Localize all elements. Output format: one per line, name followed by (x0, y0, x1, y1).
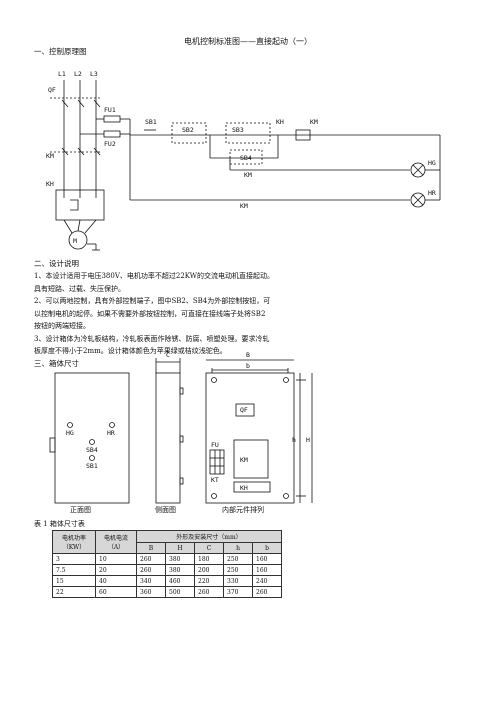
section-heading-1: 一、控制原理图 (34, 47, 87, 56)
sb2-label: SB2 (182, 126, 194, 134)
note-line: 2、可以两地控制，具有外部控制端子，图中SB2、SB4为外部控制按钮，可 (34, 297, 271, 305)
cell: 370 (223, 586, 253, 598)
fu1-label: FU1 (104, 106, 116, 114)
phase-label-l1: L1 (58, 70, 66, 78)
cell: 260 (136, 564, 166, 576)
inner-b-inner-label: b (246, 362, 250, 370)
cell: 60 (95, 586, 137, 598)
cell: 240 (252, 575, 282, 587)
cell: 22 (52, 586, 96, 598)
kh-contact-label: KH (276, 118, 284, 126)
cell: 260 (136, 553, 166, 565)
km-coil-label: KM (310, 118, 318, 126)
inner-kt-label: KT (211, 476, 219, 484)
km-aux1-label: KM (244, 171, 252, 179)
cell: 500 (165, 586, 195, 598)
cell: 10 (95, 553, 137, 565)
cell: 330 (223, 575, 253, 587)
front-sb1-label: SB1 (86, 462, 98, 470)
header-col-B: B (136, 542, 166, 554)
inner-b-outer-label: B (246, 351, 250, 359)
note-line: 以控制电机的起停。如果不需要外部按钮控制，可直接在接线端子处将SB2 (34, 309, 266, 318)
cell: 260 (194, 586, 224, 598)
inner-kh-label: KH (240, 484, 248, 492)
dimension-table: 电机功率（KW） 电机电流（A） 外形及安装尺寸（mm） B H C h b 3… (52, 530, 282, 598)
phase-label-l2: L2 (74, 70, 82, 78)
page-title: 电机控制标准图——直接起动（一） (184, 37, 312, 46)
fu2-label: FU2 (104, 140, 116, 148)
header-dims: 外形及安装尺寸（mm） (136, 530, 282, 543)
front-hg-label: HG (66, 429, 74, 437)
inner-h-label: h (292, 436, 296, 444)
cell: 160 (252, 553, 282, 565)
cell: 250 (223, 564, 253, 576)
cell: 3 (52, 553, 96, 565)
cell: 260 (252, 586, 282, 598)
cell: 380 (165, 564, 195, 576)
table-row: 3 10 260 380 180 250 160 (52, 553, 282, 565)
header-current: 电机电流（A） (95, 530, 137, 554)
inner-H-label: H (306, 436, 310, 444)
cell: 340 (136, 575, 166, 587)
front-view-caption: 正面图 (70, 506, 91, 514)
sb3-label: SB3 (232, 126, 244, 134)
table-header-row: 电机功率（KW） 电机电流（A） 外形及安装尺寸（mm） (52, 530, 282, 554)
header-col-h: h (223, 542, 253, 554)
inner-km-label: KM (240, 456, 248, 464)
cell: 15 (52, 575, 96, 587)
header-col-H: H (165, 542, 195, 554)
note-line: 按钮的两端短接。 (34, 322, 90, 330)
section-heading-3: 三、箱体尺寸 (34, 359, 79, 368)
front-sb4-label: SB4 (86, 446, 98, 454)
phase-label-l3: L3 (90, 70, 98, 78)
km-main-label: KM (46, 152, 54, 160)
sb1-label: SB1 (145, 118, 157, 126)
inner-layout-caption: 内部元件排列 (222, 505, 264, 514)
cell: 380 (165, 553, 195, 565)
note-line: 板厚度不得小于2mm。设计箱体颜色为苹果绿或桔纹浅驼色。 (34, 347, 227, 355)
inner-fu-label: FU (211, 441, 219, 449)
cell: 180 (194, 553, 224, 565)
motor-label: M (73, 237, 77, 245)
cell: 20 (95, 564, 137, 576)
header-power: 电机功率（KW） (52, 530, 96, 554)
table-row: 22 60 360 500 260 370 260 (52, 586, 282, 598)
section-heading-2: 二、设计说明 (34, 259, 79, 268)
cell: 200 (194, 564, 224, 576)
hg-label: HG (428, 159, 436, 167)
table-caption: 表 1 箱体尺寸表 (34, 520, 85, 528)
cell: 460 (165, 575, 195, 587)
table-row: 7.5 20 260 380 200 250 160 (52, 564, 282, 576)
table-row: 15 40 340 460 220 330 240 (52, 575, 282, 587)
cell: 7.5 (52, 564, 96, 576)
cell: 40 (95, 575, 137, 587)
sb4-label: SB4 (240, 154, 252, 162)
inner-qf-label: QF (240, 406, 248, 414)
front-hr-label: HR (107, 429, 115, 437)
header-col-C: C (194, 542, 224, 554)
qf-label: QF (48, 86, 56, 94)
side-view-caption: 侧面图 (155, 505, 176, 514)
design-notes: 1、本设计适用于电压380V、电机功率不超过22KW的交流电动机直接起动。 具有… (34, 270, 364, 358)
header-col-b: b (252, 542, 282, 554)
hr-label: HR (428, 189, 436, 197)
cell: 160 (252, 564, 282, 576)
note-line: 3、设计箱体为冷轧板结构，冷轧板表面作除锈、防腐、喷塑处理。要求冷轧 (34, 334, 270, 343)
side-c-label: C (166, 351, 170, 359)
cell: 250 (223, 553, 253, 565)
cell: 220 (194, 575, 224, 587)
km-aux2-label: KM (240, 202, 248, 210)
note-line: 1、本设计适用于电压380V、电机功率不超过22KW的交流电动机直接起动。 (34, 272, 274, 280)
kh-label: KH (46, 180, 54, 188)
cell: 360 (136, 586, 166, 598)
note-line: 具有短路、过载、失压保护。 (34, 284, 125, 293)
